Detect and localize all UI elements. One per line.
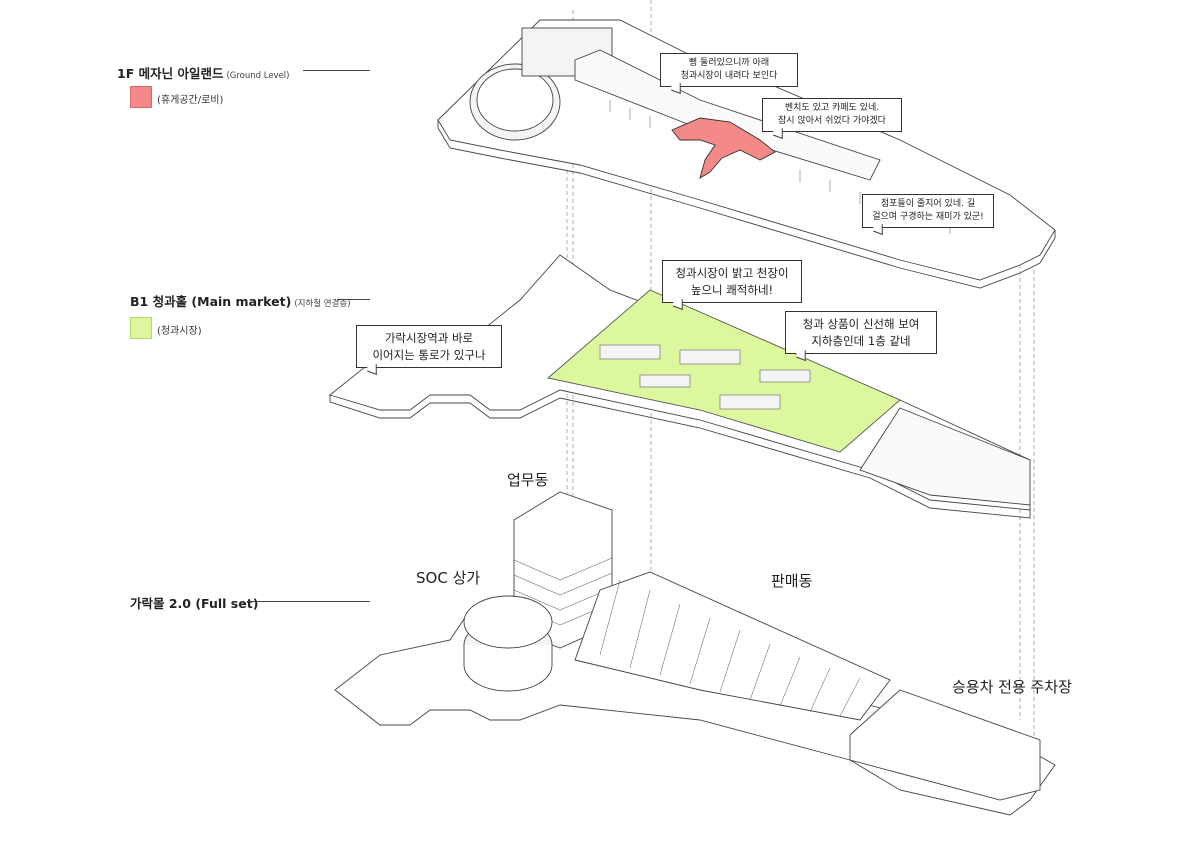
legend-leader-b1 bbox=[337, 299, 370, 300]
bubble-line: 벤치도 있고 카페도 있네. bbox=[784, 103, 880, 113]
bubble-line: 걸으며 구경하는 재미가 있군! bbox=[872, 212, 984, 223]
bubble-line: 삥 둘러있으니까 아래 bbox=[688, 58, 770, 68]
label-retail-building: 판매동 bbox=[771, 572, 813, 590]
bubble-bright-ceiling: 청과시장이 밝고 천장이 높으니 쾌적하네! bbox=[662, 260, 802, 304]
bubble-view-market-below: 삥 둘러있으니까 아래 청과시장이 내려다 보인다 bbox=[660, 53, 798, 88]
bubble-line: 지하층인데 1층 같네 bbox=[811, 333, 911, 348]
legend-leader-full-set bbox=[248, 601, 370, 602]
bubble-line: 점포들이 줄지어 있네. 길 bbox=[880, 199, 976, 209]
swatch-label-rest-lobby: (휴게공간/로비) bbox=[157, 95, 224, 106]
bubble-subway-passage: 가락시장역과 바로 이어지는 통로가 있구나 bbox=[356, 325, 502, 369]
legend-leader-1f bbox=[303, 70, 370, 71]
swatch-label-fruit-market: (청과시장) bbox=[157, 326, 202, 337]
swatch-rest-lobby bbox=[130, 86, 152, 108]
label-office-building: 업무동 bbox=[507, 471, 549, 489]
bubble-line: 이어지는 통로가 있구나 bbox=[372, 347, 486, 362]
bubble-line: 청과시장이 밝고 천장이 bbox=[675, 266, 789, 280]
legend-title-full-set: 가락몰 2.0 (Full set) bbox=[130, 593, 258, 612]
bubble-line: 가락시장역과 바로 bbox=[384, 331, 474, 345]
bubble-bench-cafe: 벤치도 있고 카페도 있네. 잠시 앉아서 쉬었다 가야겠다 bbox=[762, 98, 902, 133]
bubble-line: 잠시 앉아서 쉬었다 가야겠다 bbox=[778, 116, 886, 127]
legend-title-b1: B1 청과홀 (Main market)(지하철 연결층) bbox=[130, 291, 351, 310]
label-parking: 승용차 전용 주차장 bbox=[952, 678, 1072, 696]
legend-title-1f: 1F 메자닌 아일랜드(Ground Level) bbox=[117, 63, 290, 82]
bubble-line: 청과 상품이 신선해 보여 bbox=[802, 317, 920, 331]
level-b1-market bbox=[329, 254, 1031, 519]
bubble-line: 청과시장이 내려다 보인다 bbox=[680, 71, 778, 82]
legend-subtitle-b1: (지하철 연결층) bbox=[294, 299, 351, 309]
level-full-set bbox=[334, 491, 1056, 816]
bubble-fresh-produce: 청과 상품이 신선해 보여 지하층인데 1층 같네 bbox=[785, 311, 937, 355]
bubble-shops-lined: 점포들이 줄지어 있네. 길 걸으며 구경하는 재미가 있군! bbox=[862, 194, 994, 229]
label-soc-retail: SOC 상가 bbox=[416, 569, 481, 587]
bubble-line: 높으니 쾌적하네! bbox=[690, 282, 774, 297]
legend-title-b1-text: B1 청과홀 (Main market) bbox=[130, 294, 292, 309]
legend-subtitle-1f: (Ground Level) bbox=[226, 71, 290, 81]
swatch-fruit-market bbox=[130, 317, 152, 339]
legend-title-1f-text: 1F 메자닌 아일랜드 bbox=[117, 66, 224, 81]
legend-title-full-set-text: 가락몰 2.0 (Full set) bbox=[130, 596, 259, 611]
